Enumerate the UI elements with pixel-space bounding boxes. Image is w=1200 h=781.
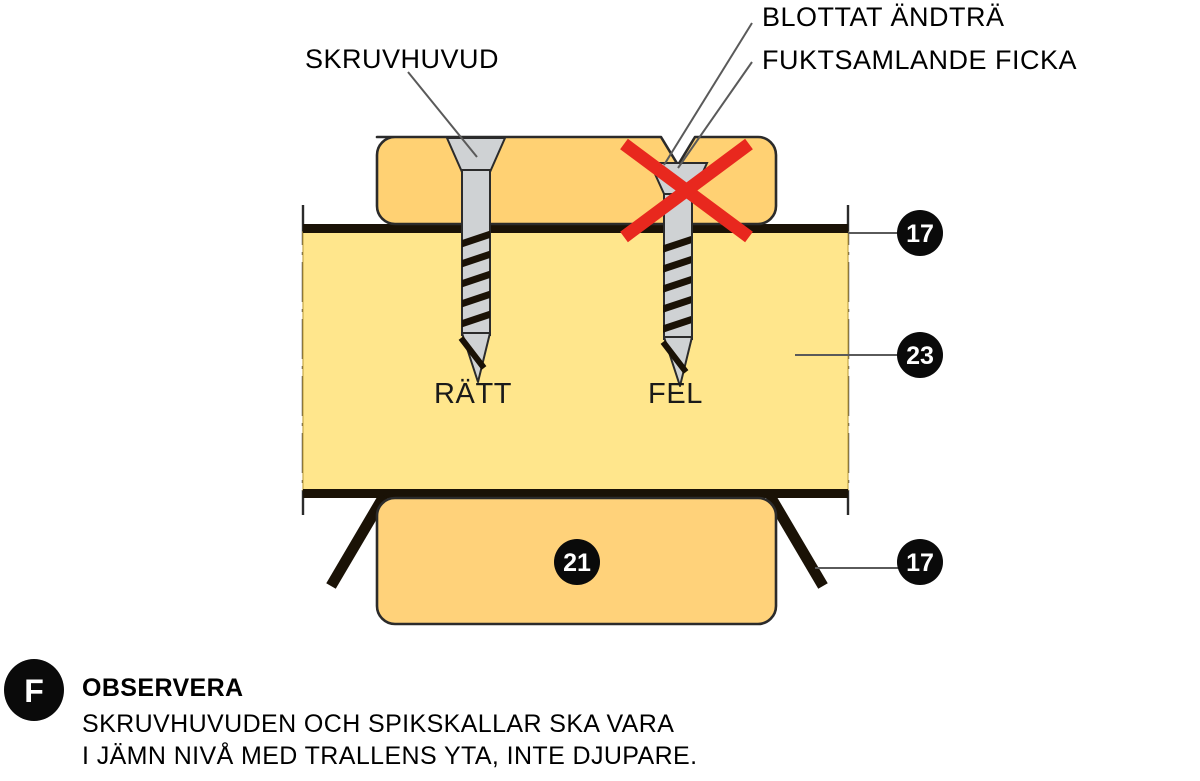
label-leader-lines bbox=[407, 22, 898, 569]
wrong-cross-mark bbox=[620, 138, 753, 243]
membrane-top bbox=[303, 224, 848, 233]
notice-line-2: I JÄMN NIVÅ MED TRALLENS YTA, INTE DJUPA… bbox=[82, 742, 698, 770]
callout-badge-23-label: 23 bbox=[906, 342, 934, 370]
notice-badge-letter: F bbox=[24, 673, 44, 709]
callout-badge-21-label: 21 bbox=[563, 549, 591, 577]
notice-block: OBSERVERA SKRUVHUVUDEN OCH SPIKSKALLAR S… bbox=[82, 672, 1122, 772]
label-exposed-endgrain: BLOTTAT ÄNDTRÄ bbox=[762, 2, 1005, 32]
label-wrong: FEL bbox=[648, 378, 703, 410]
callout-badge-17-top[interactable]: 17 bbox=[897, 210, 943, 256]
notice-title: OBSERVERA bbox=[82, 674, 244, 702]
notice-badge: F bbox=[4, 659, 64, 721]
label-moisture-pocket: FUKTSAMLANDE FICKA bbox=[762, 45, 1077, 75]
label-correct: RÄTT bbox=[434, 378, 512, 410]
callout-badge-21[interactable]: 21 bbox=[554, 539, 600, 585]
notice-line-1: SKRUVHUVUDEN OCH SPIKSKALLAR SKA VARA bbox=[82, 710, 675, 738]
callout-badge-23[interactable]: 23 bbox=[897, 332, 943, 378]
callout-badge-17-top-label: 17 bbox=[906, 220, 934, 248]
membrane-bottom bbox=[303, 489, 848, 589]
callout-badge-17-bottom[interactable]: 17 bbox=[897, 539, 943, 585]
callout-badge-17-bottom-label: 17 bbox=[906, 549, 934, 577]
substrate-block bbox=[302, 231, 849, 491]
screw-correct bbox=[445, 137, 507, 383]
label-screw-head: SKRUVHUVUD bbox=[305, 44, 499, 74]
